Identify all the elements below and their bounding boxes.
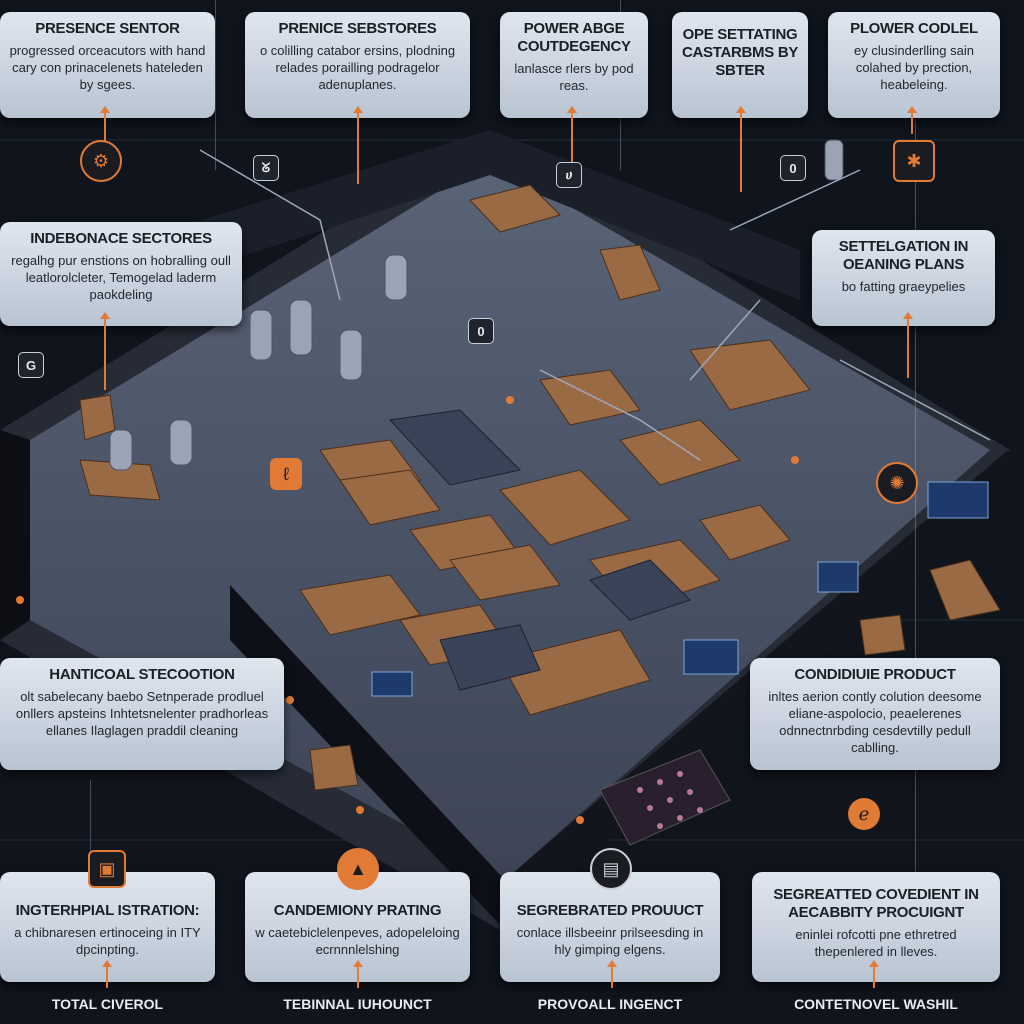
card-hanticoal-stecootion: Hanticoal Stecootion olt sabelecany baeb… [0,658,284,770]
marker-tag: ᘜ [253,155,279,181]
dark-pallets [388,409,691,691]
bottom-label: Total Civerol [51,996,164,1012]
card-desc: olt sabelecany baebo Setnperade prodluel… [15,689,269,738]
card-desc: regalhg pur enstions on hobralling oull … [11,253,231,302]
gear-sensor-icon: ⚙ [80,140,122,182]
processing-tanks [109,139,844,471]
card-prenice-sebstores: Prenice Sebstores o colilling catabor er… [245,12,470,118]
control-panel-icon: ✱ [893,140,935,182]
arrow-stem [607,960,617,988]
card-condidiuie-product: Condidiuie Product inltes aerion contly … [750,658,1000,770]
card-title: Segreatted Covedient in Aecabbity Procui… [773,886,979,921]
card-desc: inltes aerion contly colution deesome el… [768,689,982,755]
marker-tag: 0 [468,318,494,344]
card-desc: a chibnaresen ertinoceing in ITY dpcinpt… [14,925,201,957]
card-title: Segrebrated Prouuct [516,902,704,919]
arrow-stem [736,106,746,192]
product-tray [599,749,731,846]
info-icon: ℯ [848,798,880,830]
card-desc: o colilling catabor ersins, plodning rel… [259,43,456,92]
tag-icon: ℓ [270,458,302,490]
card-desc: w caetebiclelenpeves, adopeleloing ecrnn… [255,925,460,957]
arrow-stem [869,960,879,988]
card-desc: progressed orceacutors with hand cary co… [9,43,206,92]
card-power-codlel: Plower Codlel ey clusinderlling sain col… [828,12,1000,118]
card-desc: conlace illsbeeinr prilseesding in hly g… [516,925,704,957]
arrow-stem [903,312,913,378]
card-desc: bo fatting graeypelies [841,279,966,294]
card-settating: Ope Settating Castarbms by Sbter [672,12,808,118]
marker-tag: G [18,352,44,378]
card-settelgation: Settelgation in Oeaning Plans bo fatting… [812,230,995,326]
station-icon: ▣ [88,850,126,888]
connector-line [915,120,916,960]
connector-line [90,780,91,870]
card-title: Candemiony Prating [273,902,442,919]
marker-tag: ሀ [556,162,582,188]
marker-tag: 0 [780,155,806,181]
badge-icon: ✺ [876,462,918,504]
workers [16,396,799,824]
card-title: Indebonace Sectores [30,230,212,247]
card-title: Condidiuie Product [794,666,956,683]
card-title: Ingterhpial Istration: [15,902,200,919]
card-desc: lanlasce rlers by pod reas. [514,61,634,93]
arrow-stem [100,106,110,142]
arrow-stem [567,106,577,162]
card-desc: ey clusinderlling sain colahed by precti… [854,43,974,92]
screens [371,481,989,697]
arrow-stem [353,960,363,988]
bottom-label: Contetnovel Washil [794,996,958,1012]
card-indebonace-sectores: Indebonace Sectores regalhg pur enstions… [0,222,242,326]
bottom-label: Provoall Ingenct [537,996,683,1012]
arrow-stem [907,106,917,134]
card-title: Hanticoal Stecootion [49,666,235,683]
connector-line [215,0,216,170]
card-title: Power Abge Coutdegency [517,20,631,55]
card-title: Prenice Sebstores [278,20,437,37]
document-icon: ▤ [590,848,632,890]
arrow-stem [102,960,112,988]
arrow-stem [100,312,110,390]
card-desc: eninlei rofcotti pne ethretred thepenler… [795,927,957,959]
arrow-stem [353,106,363,184]
card-ingterhpial-istration: Ingterhpial Istration: a chibnaresen ert… [0,872,215,982]
card-title: Presence Sentor [35,20,180,37]
card-title: Settelgation in Oeaning Plans [838,238,969,273]
bottom-label: Tebinnal Iuhounct [283,996,432,1012]
hazard-icon: ▲ [337,848,379,890]
crate-stacks [79,184,1001,791]
conveyor-railings [199,149,991,461]
card-title: Ope Settating Castarbms by Sbter [681,26,799,79]
card-segrebrated-prouuct: Segrebrated Prouuct conlace illsbeeinr p… [500,872,720,982]
card-title: Plower Codlel [850,20,978,37]
card-presence-sensor: Presence Sentor progressed orceacutors w… [0,12,215,118]
card-power-contingency: Power Abge Coutdegency lanlasce rlers by… [500,12,648,118]
